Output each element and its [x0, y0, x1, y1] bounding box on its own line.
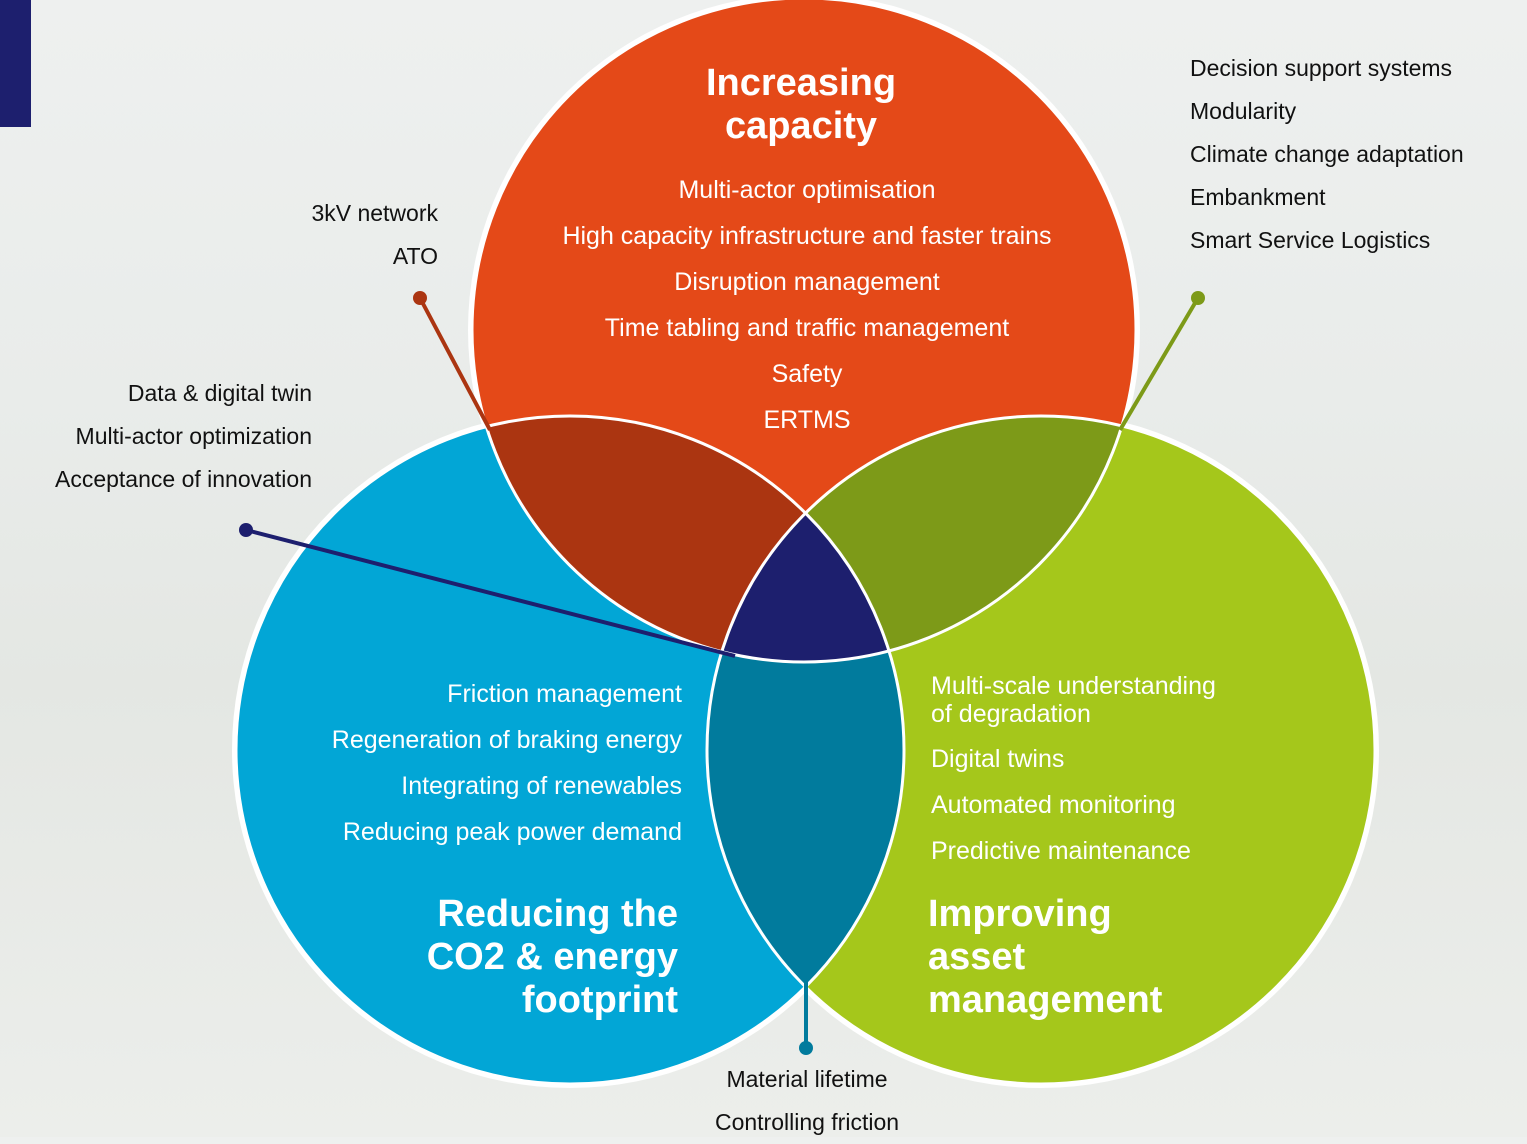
capacity-title-line-2: capacity: [724, 105, 878, 147]
co2-title: Reducing the CO2 & energy footprint: [340, 893, 678, 1022]
capacity-topic: Safety: [771, 360, 843, 388]
asset-topic: Automated monitoring: [931, 791, 1176, 819]
capacity-topic-list: Multi-actor optimisation High capacity i…: [500, 167, 1114, 443]
capacity-topic: High capacity infrastructure and faster …: [562, 222, 1052, 250]
capacity-topic: ERTMS: [763, 406, 851, 434]
asset-title-line-1: Improving: [928, 893, 1112, 935]
callout-item: Acceptance of innovation: [54, 466, 312, 492]
callout-line-co2-asset: [799, 975, 813, 1055]
callout-line-capacity-asset: [1118, 291, 1205, 432]
callout-item: Modularity: [1190, 98, 1297, 124]
asset-title: Improving asset management: [928, 893, 1288, 1022]
asset-topic: Digital twins: [931, 745, 1065, 773]
capacity-title-line-1: Increasing: [705, 62, 897, 104]
capacity-topic: Time tabling and traffic management: [604, 314, 1010, 342]
callout-item: Decision support systems: [1190, 55, 1453, 81]
overlap-capacity-co2: [472, 416, 904, 662]
co2-title-line-1: Reducing the: [437, 893, 678, 935]
callout-item: Multi-actor optimization: [75, 423, 312, 449]
callout-capacity-asset-list: Decision support systems Modularity Clim…: [1190, 47, 1520, 262]
callout-item: ATO: [392, 243, 438, 269]
asset-topic-multiline: Multi-scale understanding of degradation: [931, 672, 1331, 728]
asset-title-line-2: asset: [928, 936, 1026, 978]
callout-line-center: [239, 523, 736, 658]
asset-topic: Predictive maintenance: [931, 837, 1191, 865]
capacity-title: Increasing capacity: [640, 62, 962, 148]
co2-topic: Regeneration of braking energy: [331, 726, 682, 754]
callout-line-capacity-co2: [413, 291, 492, 431]
corner-accent-bar: [0, 0, 31, 127]
callout-item: Data & digital twin: [127, 380, 312, 406]
asset-topic-list: Digital twins Automated monitoring Predi…: [931, 736, 1331, 874]
asset-topic-line-1: Multi-scale understanding: [931, 672, 1216, 700]
capacity-topic: Multi-actor optimisation: [678, 176, 936, 204]
co2-topic: Reducing peak power demand: [342, 818, 682, 846]
callout-item: Controlling friction: [714, 1109, 900, 1135]
callout-center-list: Data & digital twin Multi-actor optimiza…: [0, 372, 312, 501]
co2-topic: Friction management: [447, 680, 682, 708]
co2-topic: Integrating of renewables: [401, 772, 682, 800]
callout-capacity-co2-list: 3kV network ATO: [218, 192, 438, 278]
co2-topic-list: Friction management Regeneration of brak…: [262, 671, 682, 855]
callout-item: Material lifetime: [726, 1066, 888, 1092]
callout-item: 3kV network: [311, 200, 438, 226]
overlap-capacity-asset: [707, 416, 1136, 662]
co2-title-line-2: CO2 & energy: [426, 936, 678, 978]
callout-co2-asset-list: Material lifetime Controlling friction: [640, 1058, 974, 1144]
co2-title-line-3: footprint: [521, 979, 678, 1021]
callout-item: Smart Service Logistics: [1190, 227, 1431, 253]
callout-item: Embankment: [1190, 184, 1326, 210]
asset-topic-line-2: of degradation: [931, 700, 1091, 728]
capacity-topic: Disruption management: [674, 268, 940, 296]
asset-title-line-3: management: [928, 979, 1163, 1021]
callout-item: Climate change adaptation: [1190, 141, 1464, 167]
